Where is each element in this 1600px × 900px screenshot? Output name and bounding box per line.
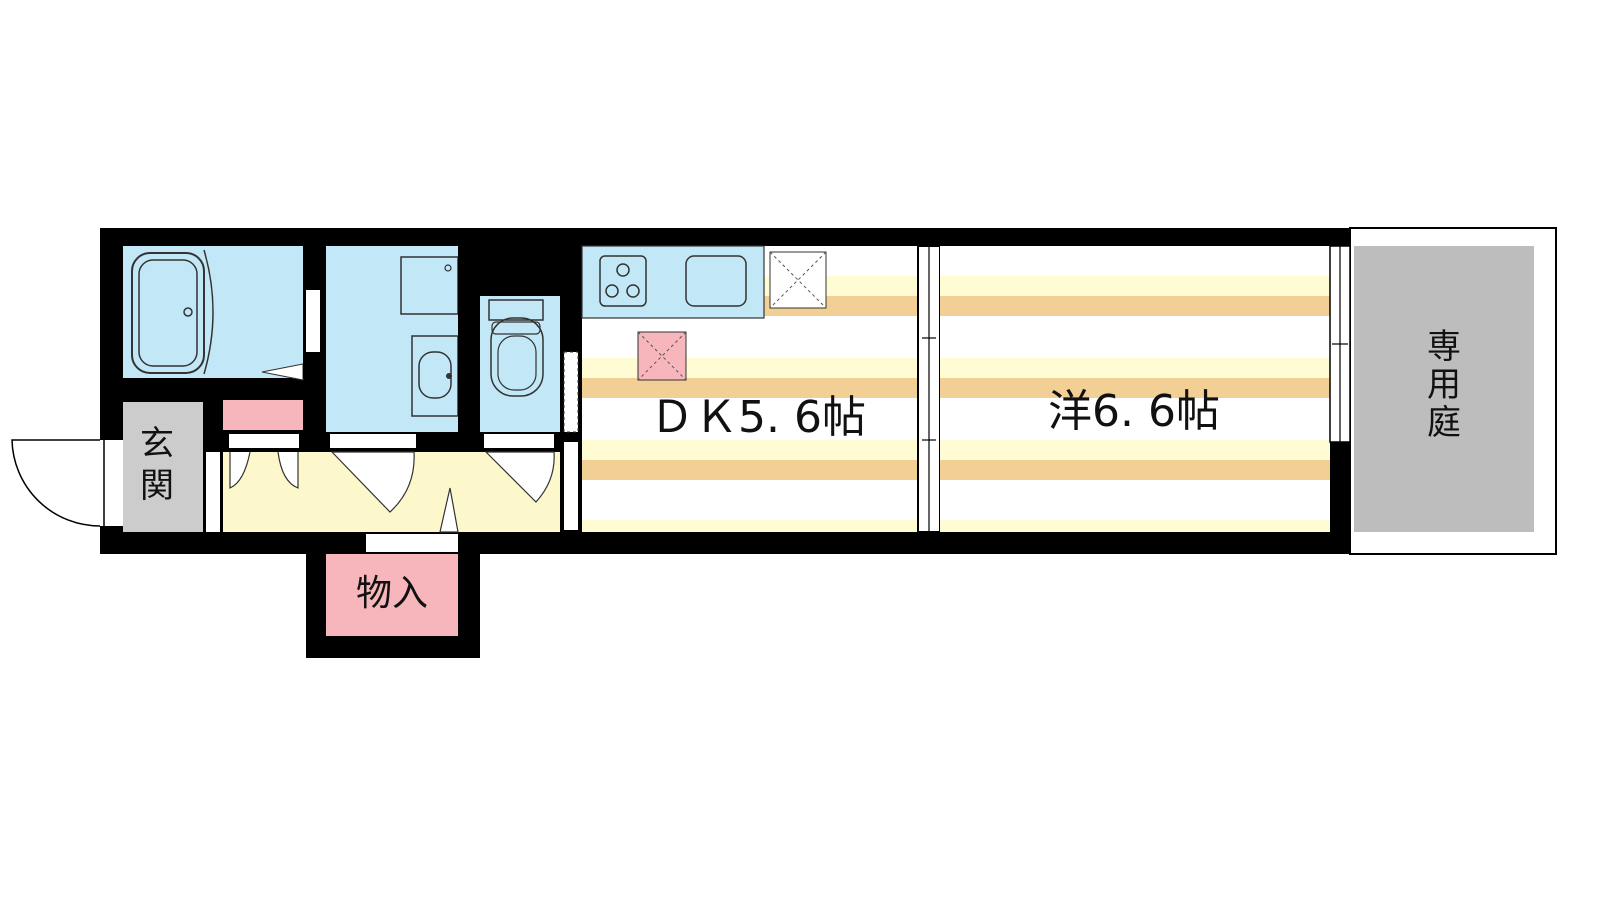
western-room [940,246,1330,532]
sink-icon [685,255,747,307]
storage-label: 物入 [356,573,428,614]
entrance [123,402,203,532]
washroom [326,246,458,432]
garden-label-line3: 庭 [1427,403,1461,443]
entrance-door-icon [11,439,101,527]
garden-label-line2: 用 [1427,365,1461,405]
bathroom-door-icon [203,249,214,375]
private-garden [1349,227,1557,555]
toilet-door-icon [484,451,555,503]
washroom-door-icon [330,451,415,513]
western-label: 洋6. 6帖 [1048,386,1220,437]
storage [326,554,458,636]
toilet-room [480,296,560,432]
storage-door-icon [439,487,459,533]
bathtub-icon [131,252,205,374]
entrance-door-frame [100,440,123,526]
toilet-tank-icon [488,299,544,321]
entrance-label-line2: 関 [140,466,174,506]
cabinet-door-icon [229,451,299,489]
toilet-bowl-icon [490,317,544,397]
entrance-label-line1: 玄 [140,424,174,464]
kitchen-counter [581,245,765,319]
shoe-cabinet [223,400,303,430]
garden-label-line1: 専 [1427,327,1461,367]
dk-label: ＤＫ5. 6帖 [650,392,866,443]
garden-floor [1354,246,1534,532]
ventilation-icon [637,331,687,381]
stove-icon [599,255,647,307]
drain-icon [183,307,193,317]
